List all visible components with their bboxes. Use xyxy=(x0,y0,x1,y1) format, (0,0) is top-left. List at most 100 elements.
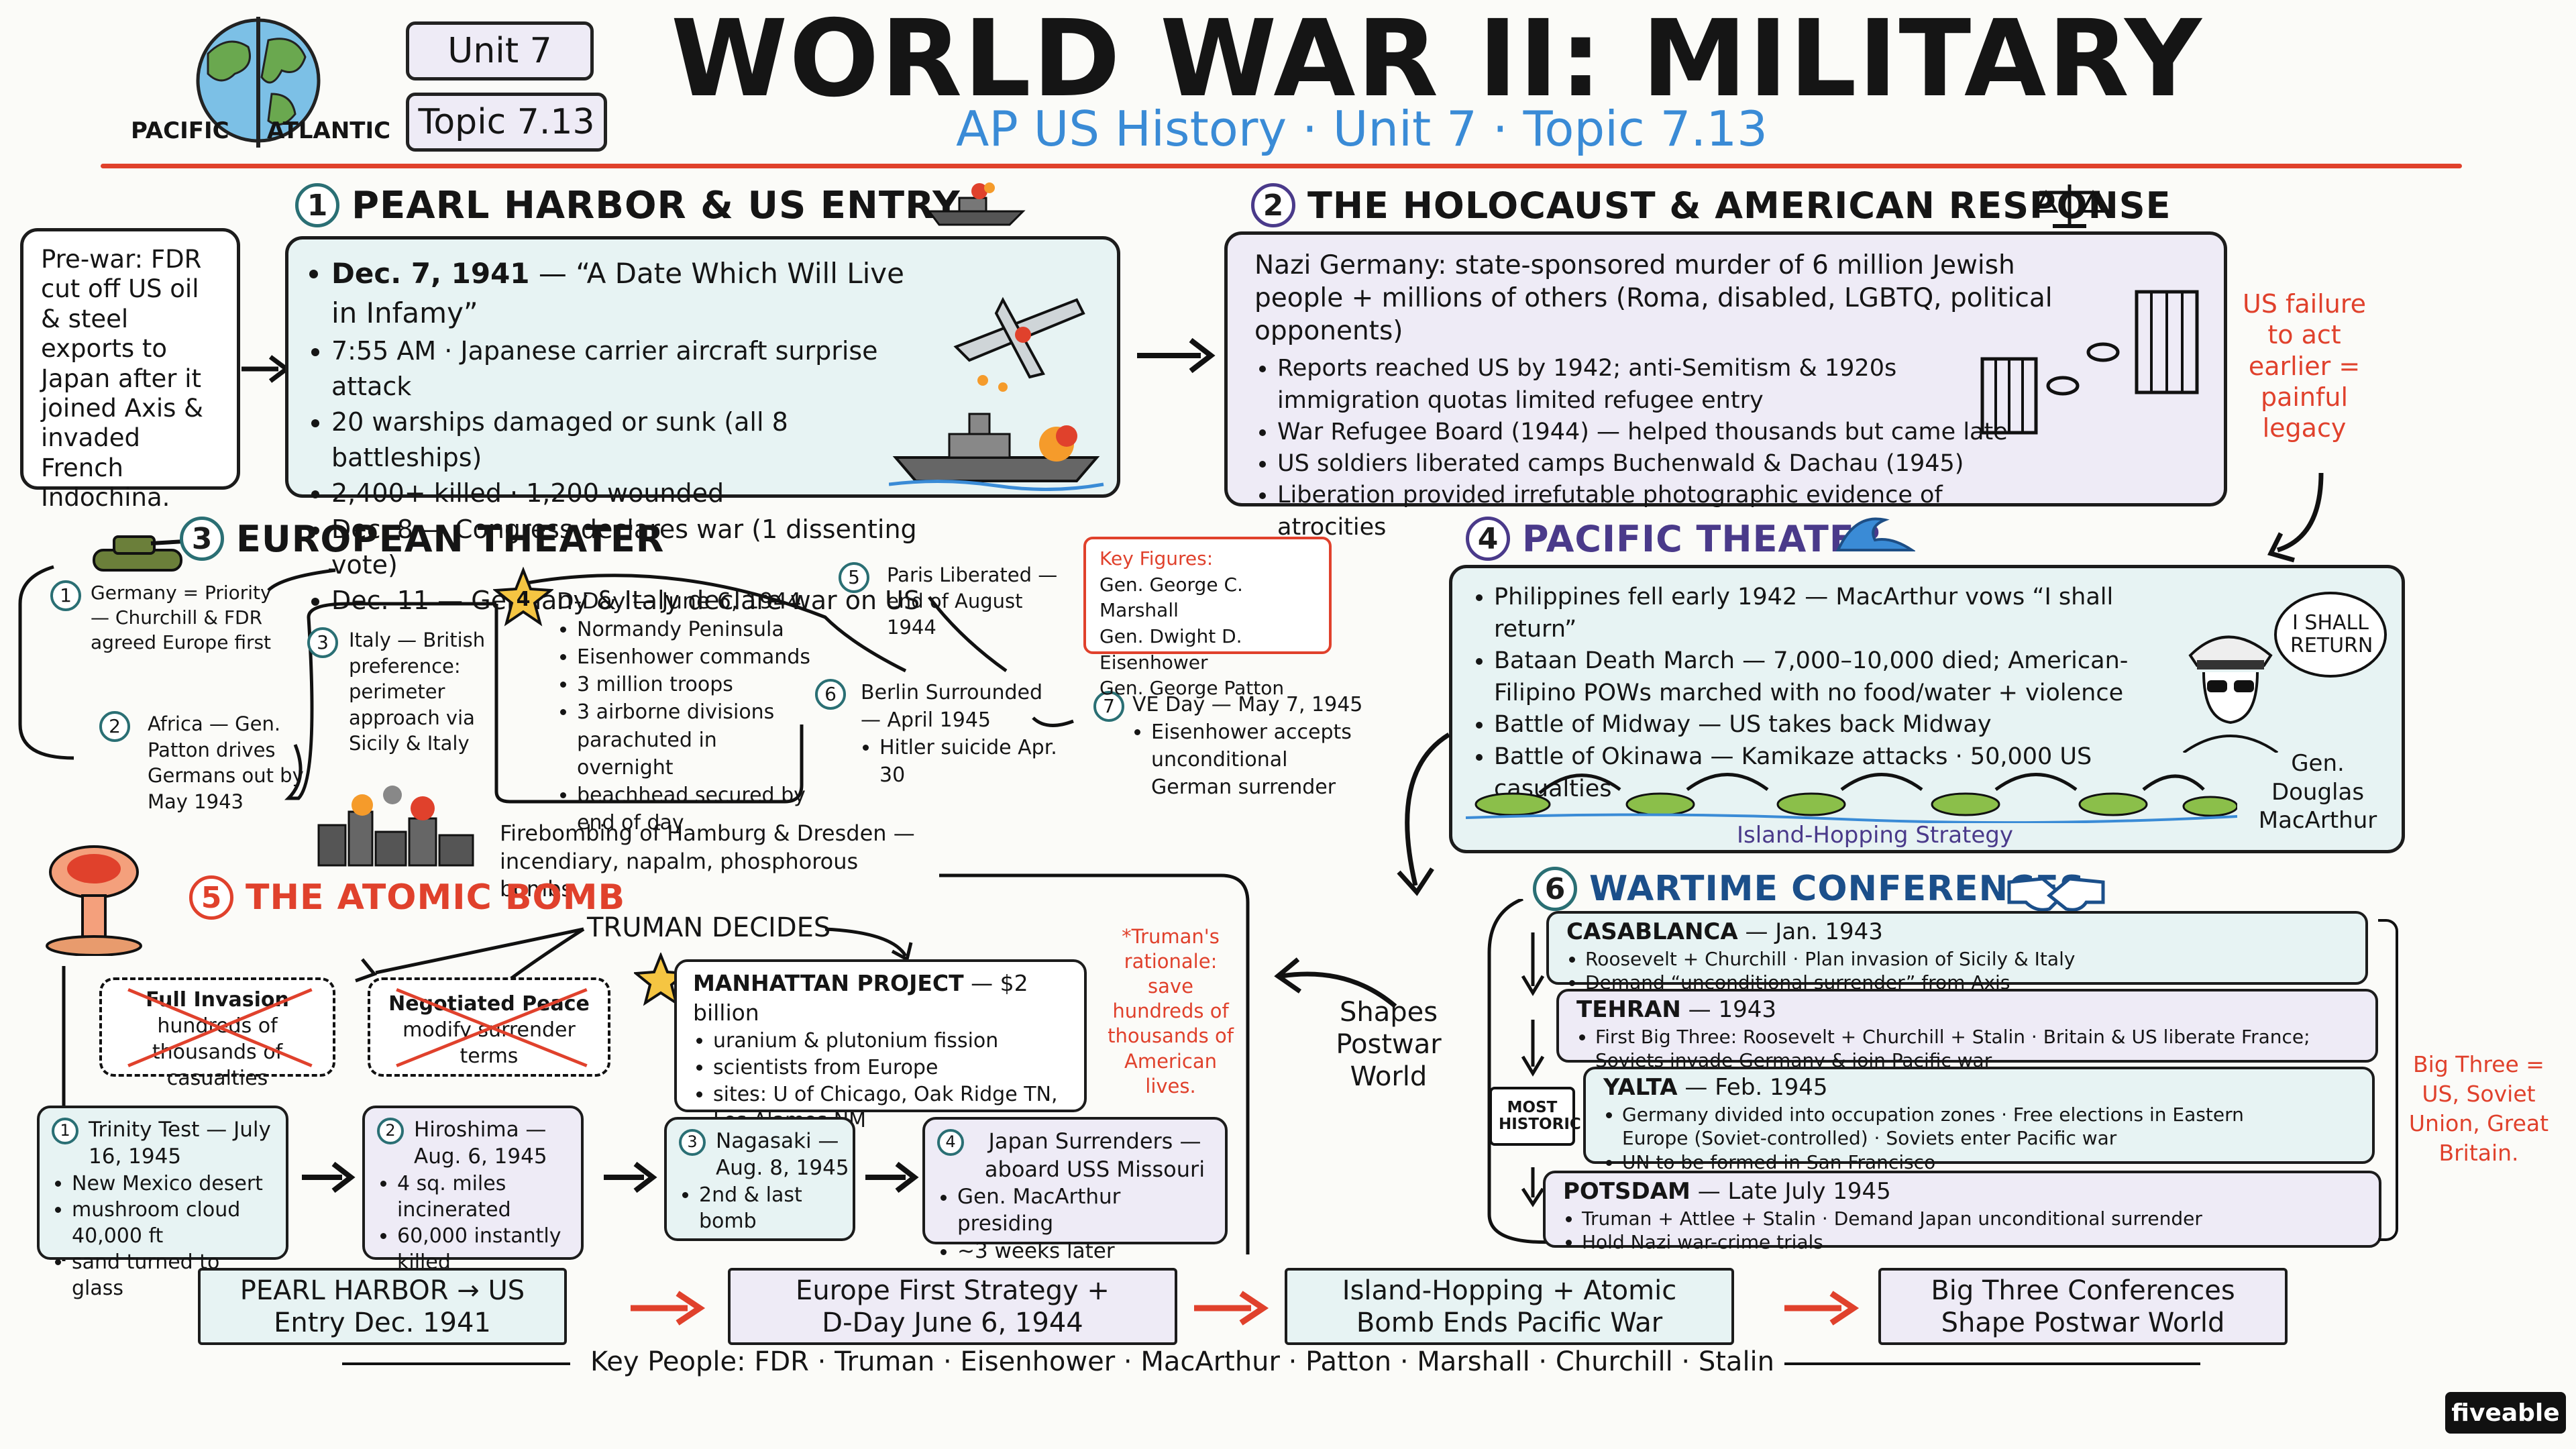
cross-out-icon xyxy=(396,988,588,1067)
shapes-postwar-note: Shapes Postwar World xyxy=(1336,997,1442,1092)
pacific-item: Battle of Midway — US takes back Midway xyxy=(1494,709,2178,741)
manhattan-heading: MANHATTAN PROJECT — $2 billion xyxy=(693,969,1068,1028)
pearl-harbor-item-text: — “A Date Which Will Live in Infamy” xyxy=(331,257,904,329)
euro-step-7-list: Eisenhower accepts unconditional German … xyxy=(1132,718,1373,801)
prewar-note-text: Pre-war: FDR cut off US oil & steel expo… xyxy=(41,245,204,513)
section-1-title: PEARL HARBOR & US ENTRY xyxy=(352,183,961,227)
euro-step-1-number: 1 xyxy=(50,580,81,611)
key-figures-title: Key Figures: xyxy=(1099,547,1214,570)
pearl-harbor-item: 20 warships damaged or sunk (all 8 battl… xyxy=(331,405,922,476)
euro-step-4-item: beachhead secured by end of day xyxy=(577,782,812,837)
pearl-harbor-item: Dec. 11 — Germany & Italy declare war on… xyxy=(331,583,922,619)
atomic-event-item: 2nd & last bomb xyxy=(699,1182,841,1234)
key-figure: Gen. George Patton xyxy=(1099,677,1285,700)
scales-icon xyxy=(2033,178,2106,234)
pearl-harbor-item: Dec. 7, 1941 — “A Date Which Will Live i… xyxy=(331,254,922,333)
atomic-event-item: mushroom cloud 40,000 ft xyxy=(72,1197,274,1249)
rejected-peace-title: Negotiated Peace xyxy=(388,992,590,1016)
conference-name: YALTA xyxy=(1603,1074,1678,1101)
section-2-title: THE HOLOCAUST & AMERICAN RESPONSE xyxy=(1307,184,2171,227)
atomic-event-item: 4 sq. miles incinerated xyxy=(397,1171,569,1223)
conference-list: Truman + Attlee + Stalin · Demand Japan … xyxy=(1563,1207,2361,1255)
euro-step-4: D-Day — June 6, 1944 Normandy Peninsula … xyxy=(557,586,812,837)
arrow-nagasaki-to-surrender xyxy=(865,1161,919,1193)
euro-step-2: 2 Africa — Gen. Patton drives Germans ou… xyxy=(99,711,321,814)
conference-date: — Feb. 1945 xyxy=(1684,1074,1828,1101)
euro-step-6-item: Hitler suicide Apr. 30 xyxy=(879,734,1070,789)
conference-date: — 1943 xyxy=(1688,996,1776,1023)
conference-list: Roosevelt + Churchill · Plan invasion of… xyxy=(1566,947,2348,996)
section-5-heading: 5 THE ATOMIC BOMB xyxy=(189,875,625,920)
dday-star-icon: 4 xyxy=(492,566,555,630)
most-historic-badge: MOST HISTORIC xyxy=(1489,1087,1581,1146)
euro-step-5-text: Paris Liberated — end of August 1944 xyxy=(887,564,1058,639)
atomic-event-4-list: Gen. MacArthur presiding ~3 weeks later xyxy=(937,1183,1213,1265)
euro-step-6-number: 6 xyxy=(815,679,846,710)
truman-decides-label: TRUMAN DECIDES xyxy=(587,912,831,943)
conference-yalta: YALTA — Feb. 1945 Germany divided into o… xyxy=(1583,1067,2375,1173)
section-6-title: WARTIME CONFERENCES xyxy=(1589,869,2086,909)
atomic-event-3-list: 2nd & last bomb xyxy=(679,1182,841,1234)
title-underline xyxy=(101,164,2462,168)
conferences-bracket xyxy=(2378,919,2398,1241)
section-3-number: 3 xyxy=(180,517,224,561)
euro-step-3-number: 3 xyxy=(307,627,338,658)
rejected-invasion-text: hundreds of thousands of casualties xyxy=(152,1014,283,1090)
manhattan-item: uranium & plutonium fission xyxy=(713,1028,1068,1055)
conference-item: Roosevelt + Churchill · Plan invasion of… xyxy=(1585,947,2348,971)
holocaust-item: Liberation provided irrefutable photogra… xyxy=(1277,480,2015,543)
arrow-hiroshima-to-nagasaki xyxy=(604,1161,657,1193)
quote-text: I SHALL RETURN xyxy=(2290,610,2373,657)
handshake-icon xyxy=(2002,862,2110,925)
section-2-number: 2 xyxy=(1251,183,1295,227)
topic-badge: Topic 7.13 xyxy=(406,93,607,152)
euro-step-7-item: Eisenhower accepts unconditional German … xyxy=(1151,718,1373,801)
atomic-event-2-number: 2 xyxy=(377,1118,404,1144)
atomic-event-item: sand turned to glass xyxy=(72,1249,274,1301)
section-2-heading: 2 THE HOLOCAUST & AMERICAN RESPONSE xyxy=(1251,183,2171,227)
wave-icon xyxy=(1835,510,1917,559)
arrow-1-to-2 xyxy=(1137,337,1216,374)
euro-step-7-title: VE Day — May 7, 1945 xyxy=(1132,693,1363,716)
rejected-option-peace: Negotiated Peace modify surrender terms xyxy=(368,977,610,1077)
summary-box-2: Europe First Strategy + D-Day June 6, 19… xyxy=(728,1268,1177,1345)
cross-out-icon xyxy=(127,988,313,1067)
dday-star-number: 4 xyxy=(517,588,531,611)
conference-flow-lines xyxy=(1487,899,1570,1244)
topic-badge-text: Topic 7.13 xyxy=(418,102,595,142)
brand-logo: fiveable xyxy=(2445,1392,2566,1434)
summary-text-2: Europe First Strategy + D-Day June 6, 19… xyxy=(796,1275,1110,1338)
atomic-event-item: New Mexico desert xyxy=(72,1171,274,1197)
euro-step-7-number: 7 xyxy=(1093,691,1124,722)
conference-name: POTSDAM xyxy=(1563,1178,1690,1205)
euro-step-6: 6 Berlin Surrounded — April 1945 Hitler … xyxy=(815,679,1070,789)
arrow-2-to-4 xyxy=(2267,472,2324,563)
globe-icon xyxy=(148,13,369,154)
manhattan-list: uranium & plutonium fission scientists f… xyxy=(693,1028,1068,1135)
summary-arrow xyxy=(631,1291,706,1326)
warplane-icon xyxy=(943,273,1097,396)
atomic-event-3-title: Nagasaki — Aug. 8, 1945 xyxy=(716,1129,849,1181)
euro-step-2-number: 2 xyxy=(99,711,130,742)
conference-name: TEHRAN xyxy=(1576,996,1681,1023)
holocaust-intro: Nazi Germany: state-sponsored murder of … xyxy=(1254,250,2053,346)
euro-step-7: 7 VE Day — May 7, 1945 Eisenhower accept… xyxy=(1093,691,1368,801)
most-historic-text: MOST HISTORIC xyxy=(1499,1098,1581,1133)
section-6-number: 6 xyxy=(1533,867,1577,911)
summary-text-1: PEARL HARBOR → US Entry Dec. 1941 xyxy=(239,1275,525,1338)
euro-step-1: 1 Germany = Priority — Churchill & FDR a… xyxy=(50,580,272,655)
pearl-harbor-item-bold: Dec. 7, 1941 xyxy=(331,257,530,290)
pacific-box: Philippines fell early 1942 — MacArthur … xyxy=(1449,565,2405,853)
key-figures-box: Key Figures: Gen. George C. Marshall Gen… xyxy=(1083,537,1332,699)
section-4-title: PACIFIC THEATER xyxy=(1522,517,1884,560)
holocaust-list: Reports reached US by 1942; anti-Semitis… xyxy=(1254,353,2015,543)
section-5-number: 5 xyxy=(189,875,233,920)
summary-arrow xyxy=(1194,1291,1269,1326)
arrow-conferences-to-atomic xyxy=(1274,957,1397,1008)
holocaust-item: US soldiers liberated camps Buchenwald &… xyxy=(1277,448,2015,480)
pacific-item: Battle of Okinawa — Kamikaze attacks · 5… xyxy=(1494,741,2178,805)
conference-heading: TEHRAN — 1943 xyxy=(1576,996,2358,1025)
atomic-event-item: 60,000 instantly killed xyxy=(397,1223,569,1275)
key-people-rule-left xyxy=(342,1362,570,1365)
unit-badge: Unit 7 xyxy=(406,21,594,80)
